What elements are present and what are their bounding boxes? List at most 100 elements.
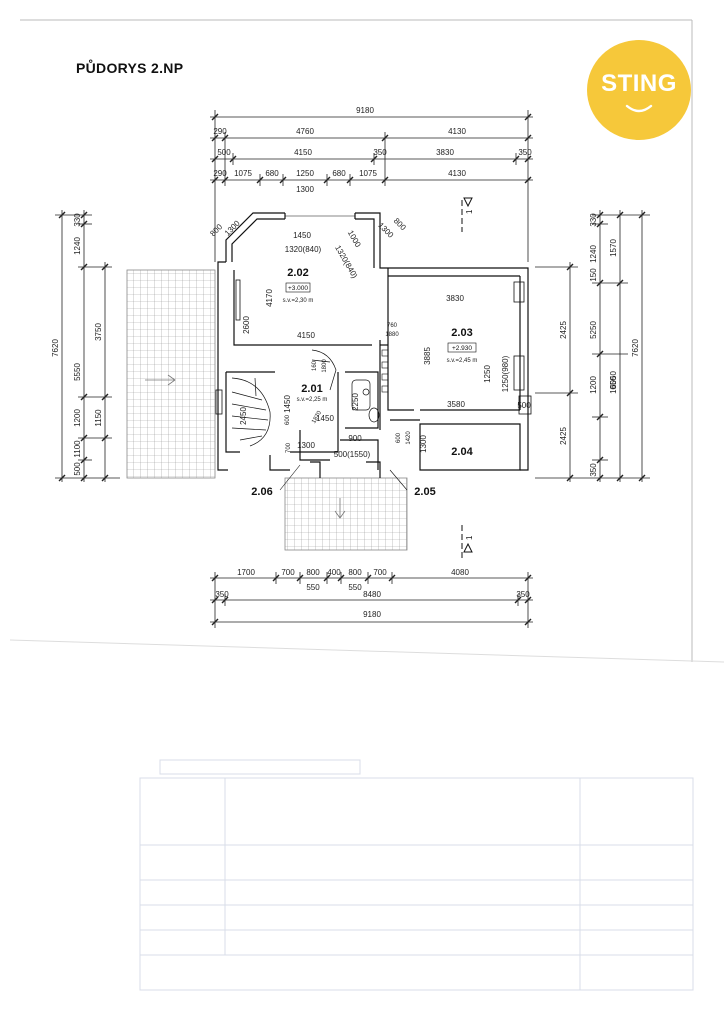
dim-top-10: 1075 [234,169,252,178]
dim-left-1: 330 [73,213,82,227]
int-dim-30: 600 [396,432,402,443]
dim-bot-6: 700 [373,568,387,577]
dim-right-8: 1570 [609,239,618,257]
room-2-02-area: s.v.=2,30 m [283,298,314,304]
dim-bot-3: 800 [306,568,320,577]
dim-top-12: 1250 [296,169,314,178]
dim-top-13: 680 [332,169,346,178]
dim-top-9: 290 [213,169,227,178]
room-2-03-label: 2.03 [451,327,472,339]
room-2-02-label: 2.02 [287,267,308,279]
dim-bot-9: 550 [348,583,362,592]
left-dimension-lines [55,210,120,482]
bottom-dimension-lines [210,572,533,628]
room-2-06-label: 2.06 [251,486,272,498]
int-dim-22: 1450 [316,414,334,423]
dim-bot-5: 800 [348,568,362,577]
dim-bot-4: 400 [327,568,341,577]
int-dim-11: 1300 [376,221,395,240]
int-dim-12: 3830 [446,294,464,303]
dim-bot-7: 4080 [451,568,469,577]
int-dim-29: 700 [286,442,292,453]
dim-bot-10: 350 [215,590,229,599]
bathroom-fixtures [351,379,380,423]
int-dim-18: 760 [387,323,398,329]
int-dim-33: 1800 [322,359,328,373]
int-dim-31: 1420 [406,431,412,445]
int-dim-3: 1320(840) [333,244,359,280]
dim-bot-11: 8480 [363,590,381,599]
room-2-01-label: 2.01 [301,383,322,395]
stairs [231,349,337,447]
int-dim-16: 1250(980) [501,355,510,392]
bottom-roof [284,477,408,551]
dim-top-8: 350 [518,148,532,157]
dim-left-4: 1200 [73,409,82,427]
int-dim-23: 600 [285,414,291,425]
room-2-03-level: +2.930 [452,345,472,352]
int-dim-21: 1450 [283,395,292,413]
dim-right-6: 2425 [559,427,568,445]
dim-right-2: 1240 [589,245,598,263]
dim-bot-12: 350 [516,590,530,599]
int-dim-15: 1250 [483,365,492,383]
right-dimension-lines [535,210,650,482]
dim-bot-2: 700 [281,568,295,577]
dim-right-1: 330 [589,213,598,227]
dim-right-7: 350 [589,463,598,477]
dim-bot-1: 1700 [237,568,255,577]
dim-right-10: 1050 [609,376,618,394]
dim-left-7: 500 [73,462,82,476]
dim-right-3: 150 [589,268,598,282]
dim-top-5: 4150 [294,148,312,157]
windows [215,279,532,415]
int-dim-32: 160 [312,360,318,371]
dim-left-mid: 5550 [73,363,82,381]
room-2-03-area: s.v.=2,45 m [447,358,478,364]
dim-top-1: 290 [213,127,227,136]
int-dim-20: 2450 [239,407,248,425]
dim-top-15: 4130 [448,169,466,178]
walls [217,212,529,478]
dim-total-top: 9180 [356,106,374,115]
int-dim-1: 1450 [293,231,311,240]
dim-bot-13: 9180 [363,610,381,619]
plan-title: PŮDORYS 2.NP [76,60,184,76]
int-dim-5: 4170 [265,289,274,307]
dim-top-4: 500 [217,148,231,157]
int-dim-8: 800 [208,222,224,238]
int-dim-26: 900 [348,434,362,443]
int-dim-27: 500(1550) [334,450,371,459]
left-roof-arrow [145,374,176,386]
int-dim-6: 2600 [242,316,251,334]
dim-bot-8: 550 [306,583,320,592]
smile-icon [625,104,653,113]
int-dim-25: 2250 [351,393,360,411]
title-block [139,759,694,991]
int-dim-24: 1300 [297,441,315,450]
dim-top-11: 680 [265,169,279,178]
section-mark-top: 1 [465,209,474,214]
corridor-boxes [381,349,389,393]
dim-right-4: 2425 [559,321,568,339]
dim-top-16: 1300 [296,185,314,194]
int-dim-7: 4150 [297,331,315,340]
bottom-roof-arrow [334,498,346,519]
dim-left-3: 3750 [94,323,103,341]
logo-text: STING [601,70,677,97]
room-2-04-label: 2.04 [451,446,473,458]
int-dim-2: 1320(840) [285,245,322,254]
dim-right-mid: 6050 [609,371,618,389]
dim-top-3: 4130 [448,127,466,136]
room-2-01-area: s.v.=2,25 m [297,397,328,403]
dim-left-6: 1100 [73,440,82,458]
dim-left-2: 1240 [73,237,82,255]
dim-left-5: 1150 [94,409,103,427]
section-marks [461,197,473,560]
int-dim-13: 3885 [423,347,432,365]
int-dim-10: 800 [392,216,408,232]
int-dim-4: 1000 [346,229,363,249]
dim-top-2: 4760 [296,127,314,136]
